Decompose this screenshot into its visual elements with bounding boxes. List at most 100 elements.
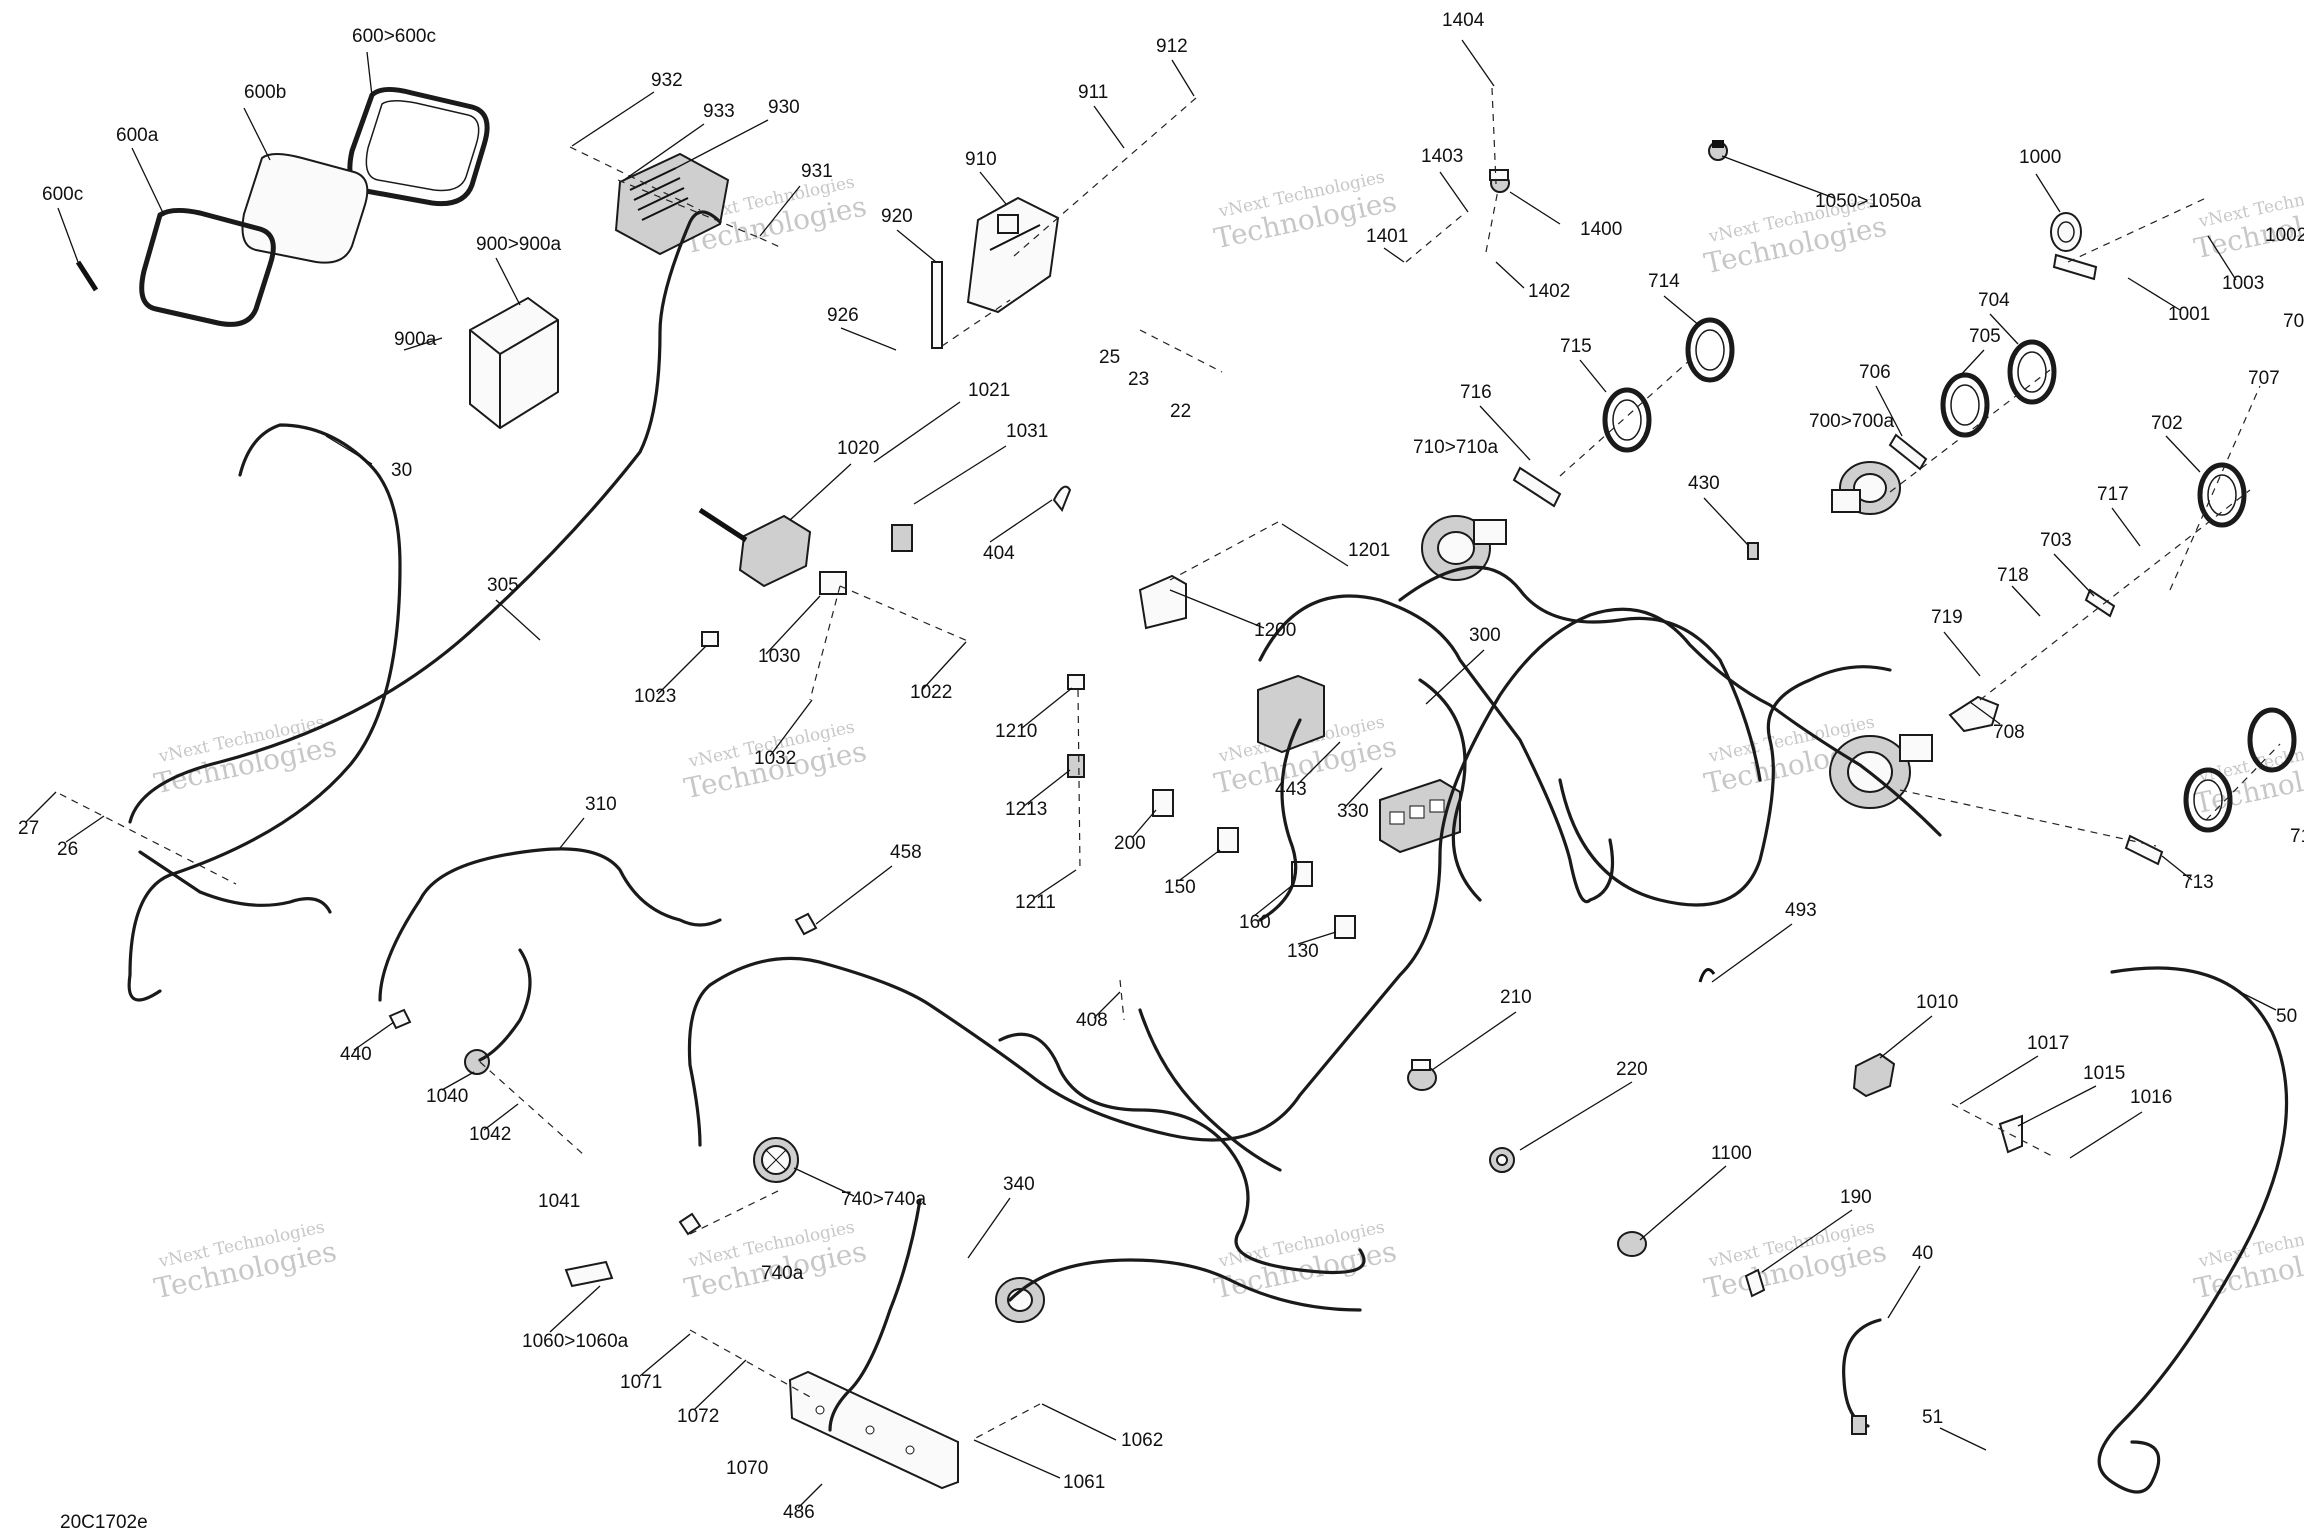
cable-40 (1842, 1318, 1882, 1435)
lamp-340 (995, 1277, 1045, 1323)
relay-150 (1217, 827, 1239, 853)
wiring-harnesses (127, 210, 2289, 1494)
callout-25: 25 (1099, 347, 1120, 368)
callout-714: 714 (1648, 271, 1680, 292)
callout-130: 130 (1287, 941, 1319, 962)
callout-900: 900>900a (476, 234, 561, 255)
callout-932: 932 (651, 70, 683, 91)
fuse-1213 (1067, 754, 1085, 778)
callout-600a: 600a (116, 125, 159, 146)
callout-708: 708 (1993, 722, 2025, 743)
callout-1403: 1403 (1421, 146, 1463, 167)
callout-911: 911 (1078, 82, 1108, 103)
headlight-ring-712 (2183, 707, 2297, 833)
sensor-1040 (464, 1049, 490, 1075)
sensor-210 (1407, 1059, 1437, 1091)
callout-210: 210 (1500, 987, 1532, 1008)
callout-1100: 1100 (1711, 1143, 1752, 1164)
callout-1070: 1070 (726, 1458, 768, 1479)
callout-712: 712 (2290, 826, 2304, 847)
callout-220: 220 (1616, 1059, 1648, 1080)
bracket-1070 (788, 1370, 959, 1490)
callout-1023: 1023 (634, 686, 676, 707)
callout-910: 910 (965, 149, 997, 170)
callout-1404: 1404 (1442, 10, 1485, 31)
callout-1001: 1001 (2168, 304, 2210, 325)
headlight-right (1829, 734, 1933, 809)
screw-600c (75, 260, 99, 292)
callout-713: 713 (2182, 872, 2214, 893)
callout-700: 700>700a (1809, 411, 1894, 432)
callout-900a: 900a (394, 329, 437, 350)
callout-305: 305 (487, 575, 519, 596)
headlight-ring-705 (1940, 372, 1990, 438)
callout-1042: 1042 (469, 1124, 511, 1145)
callout-1062: 1062 (1121, 1430, 1163, 1451)
leader-lines (25, 39, 2277, 1509)
callout-1400: 1400 (1580, 219, 1622, 240)
callout-703: 703 (2040, 530, 2072, 551)
adjuster-708 (1948, 695, 2000, 733)
callout-1213: 1213 (1005, 799, 1047, 820)
gauge-lens-600b (241, 153, 369, 264)
sensor-220 (1489, 1147, 1515, 1173)
callout-1200: 1200 (1254, 620, 1296, 641)
gauge-bezel-600c (347, 87, 490, 207)
callout-160: 160 (1239, 912, 1271, 933)
callout-920: 920 (881, 206, 913, 227)
callout-1030: 1030 (758, 646, 800, 667)
callout-705: 705 (1969, 326, 2001, 347)
callout-717: 717 (2097, 484, 2129, 505)
bracket-716 (1512, 466, 1562, 508)
callout-1211: 1211 (1015, 892, 1056, 913)
callout-701: 701 (2283, 311, 2304, 332)
callout-740a: 740a (761, 1263, 804, 1284)
callout-443: 443 (1275, 779, 1307, 800)
callout-1050: 1050>1050a (1815, 191, 1922, 212)
callout-190: 190 (1840, 1187, 1872, 1208)
clip-493 (1698, 968, 1716, 983)
callout-430: 430 (1688, 473, 1720, 494)
sensor-1400 (1489, 169, 1510, 193)
callout-1016: 1016 (2130, 1087, 2172, 1108)
callout-933: 933 (703, 101, 735, 122)
callout-1401: 1401 (1366, 226, 1408, 247)
switch-1020 (698, 507, 913, 595)
bracket-1200 (1138, 574, 1187, 630)
callout-200: 200 (1114, 833, 1146, 854)
bracket-706 (1888, 433, 1928, 471)
callout-706: 706 (1859, 362, 1891, 383)
callout-51: 51 (1922, 1407, 1943, 1428)
callout-493: 493 (1785, 900, 1817, 921)
callout-600c: 600c (42, 184, 83, 205)
callout-408: 408 (1076, 1010, 1108, 1031)
callout-23: 23 (1128, 369, 1149, 390)
gauge-bezel-600a (139, 207, 276, 327)
clip-440 (388, 1008, 412, 1030)
control-module-900 (469, 296, 559, 430)
bracket-703 (2084, 588, 2116, 618)
fuse-box (1257, 674, 1461, 854)
callout-716: 716 (1460, 382, 1492, 403)
clip-404 (1052, 485, 1072, 512)
switch-1010 (1852, 1052, 1896, 1098)
bracket-910 (966, 196, 1060, 314)
callout-718: 718 (1997, 565, 2029, 586)
module-1060 (564, 1260, 614, 1288)
callout-1210: 1210 (995, 721, 1037, 742)
callout-1020: 1020 (837, 438, 879, 459)
bulb-740a (678, 1212, 702, 1236)
callout-27: 27 (18, 818, 39, 839)
headlight-ring-714 (1685, 317, 1735, 383)
clip-1023 (701, 631, 719, 647)
callout-1040: 1040 (426, 1086, 468, 1107)
callout-1017: 1017 (2027, 1033, 2069, 1054)
relay-1210 (1067, 674, 1085, 690)
callout-1032: 1032 (754, 748, 796, 769)
callout-1031: 1031 (1006, 421, 1048, 442)
bracket-1015 (1998, 1114, 2023, 1154)
